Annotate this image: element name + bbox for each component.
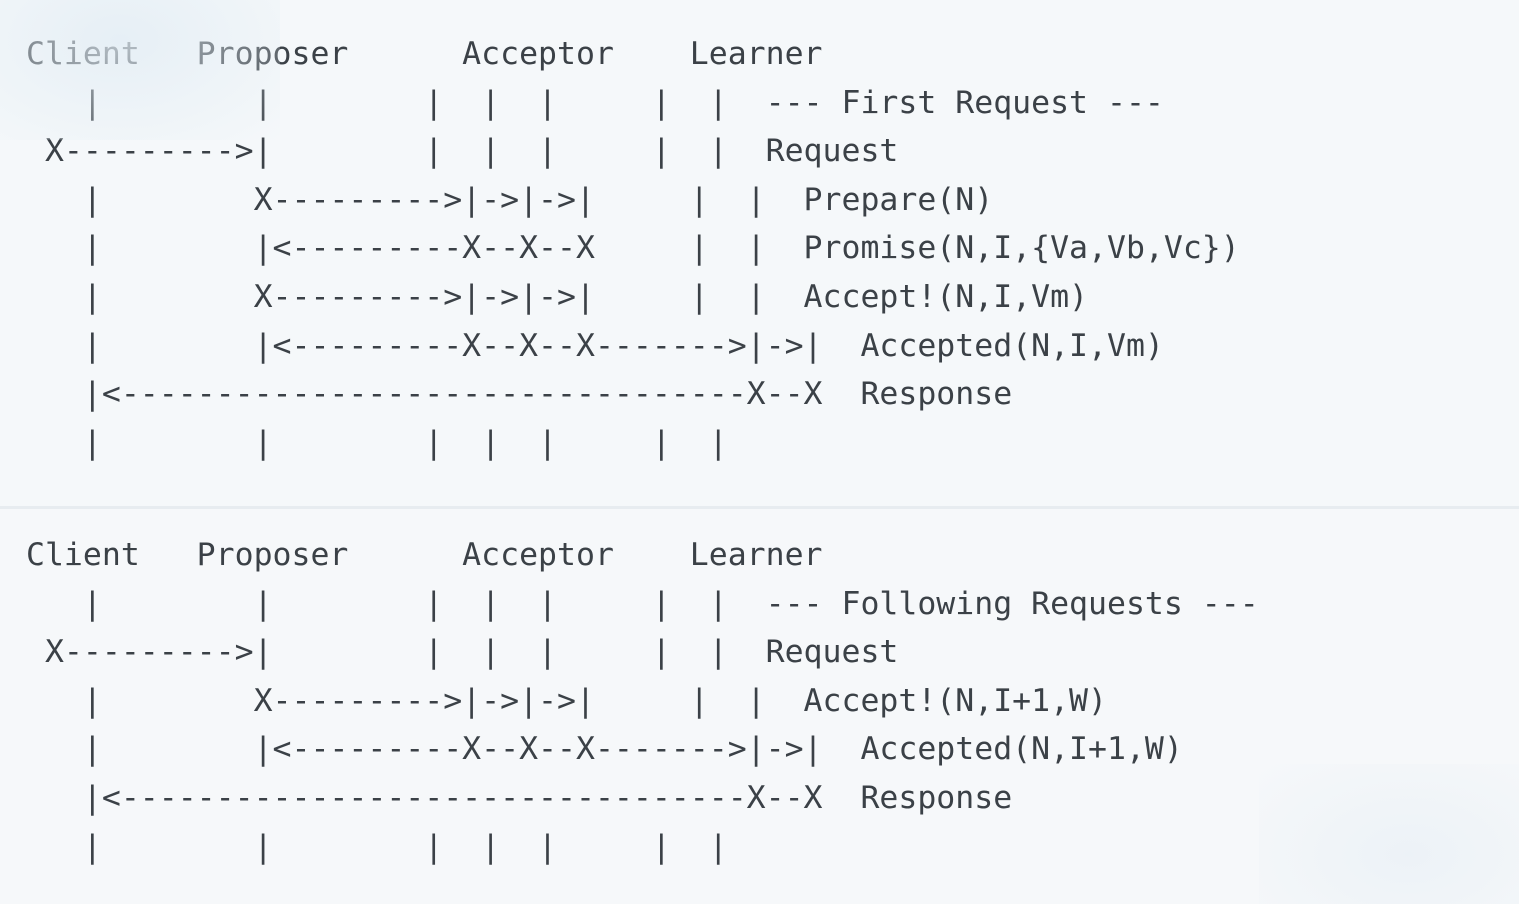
section-divider bbox=[0, 506, 1519, 509]
diagram-block-first-request: Client Proposer Acceptor Learner | | | |… bbox=[0, 0, 1240, 461]
ascii-art-first-request: Client Proposer Acceptor Learner | | | |… bbox=[26, 36, 1240, 461]
ascii-art-following-requests: Client Proposer Acceptor Learner | | | |… bbox=[26, 537, 1259, 865]
diagram-block-following-requests: Client Proposer Acceptor Learner | | | |… bbox=[0, 509, 1519, 904]
